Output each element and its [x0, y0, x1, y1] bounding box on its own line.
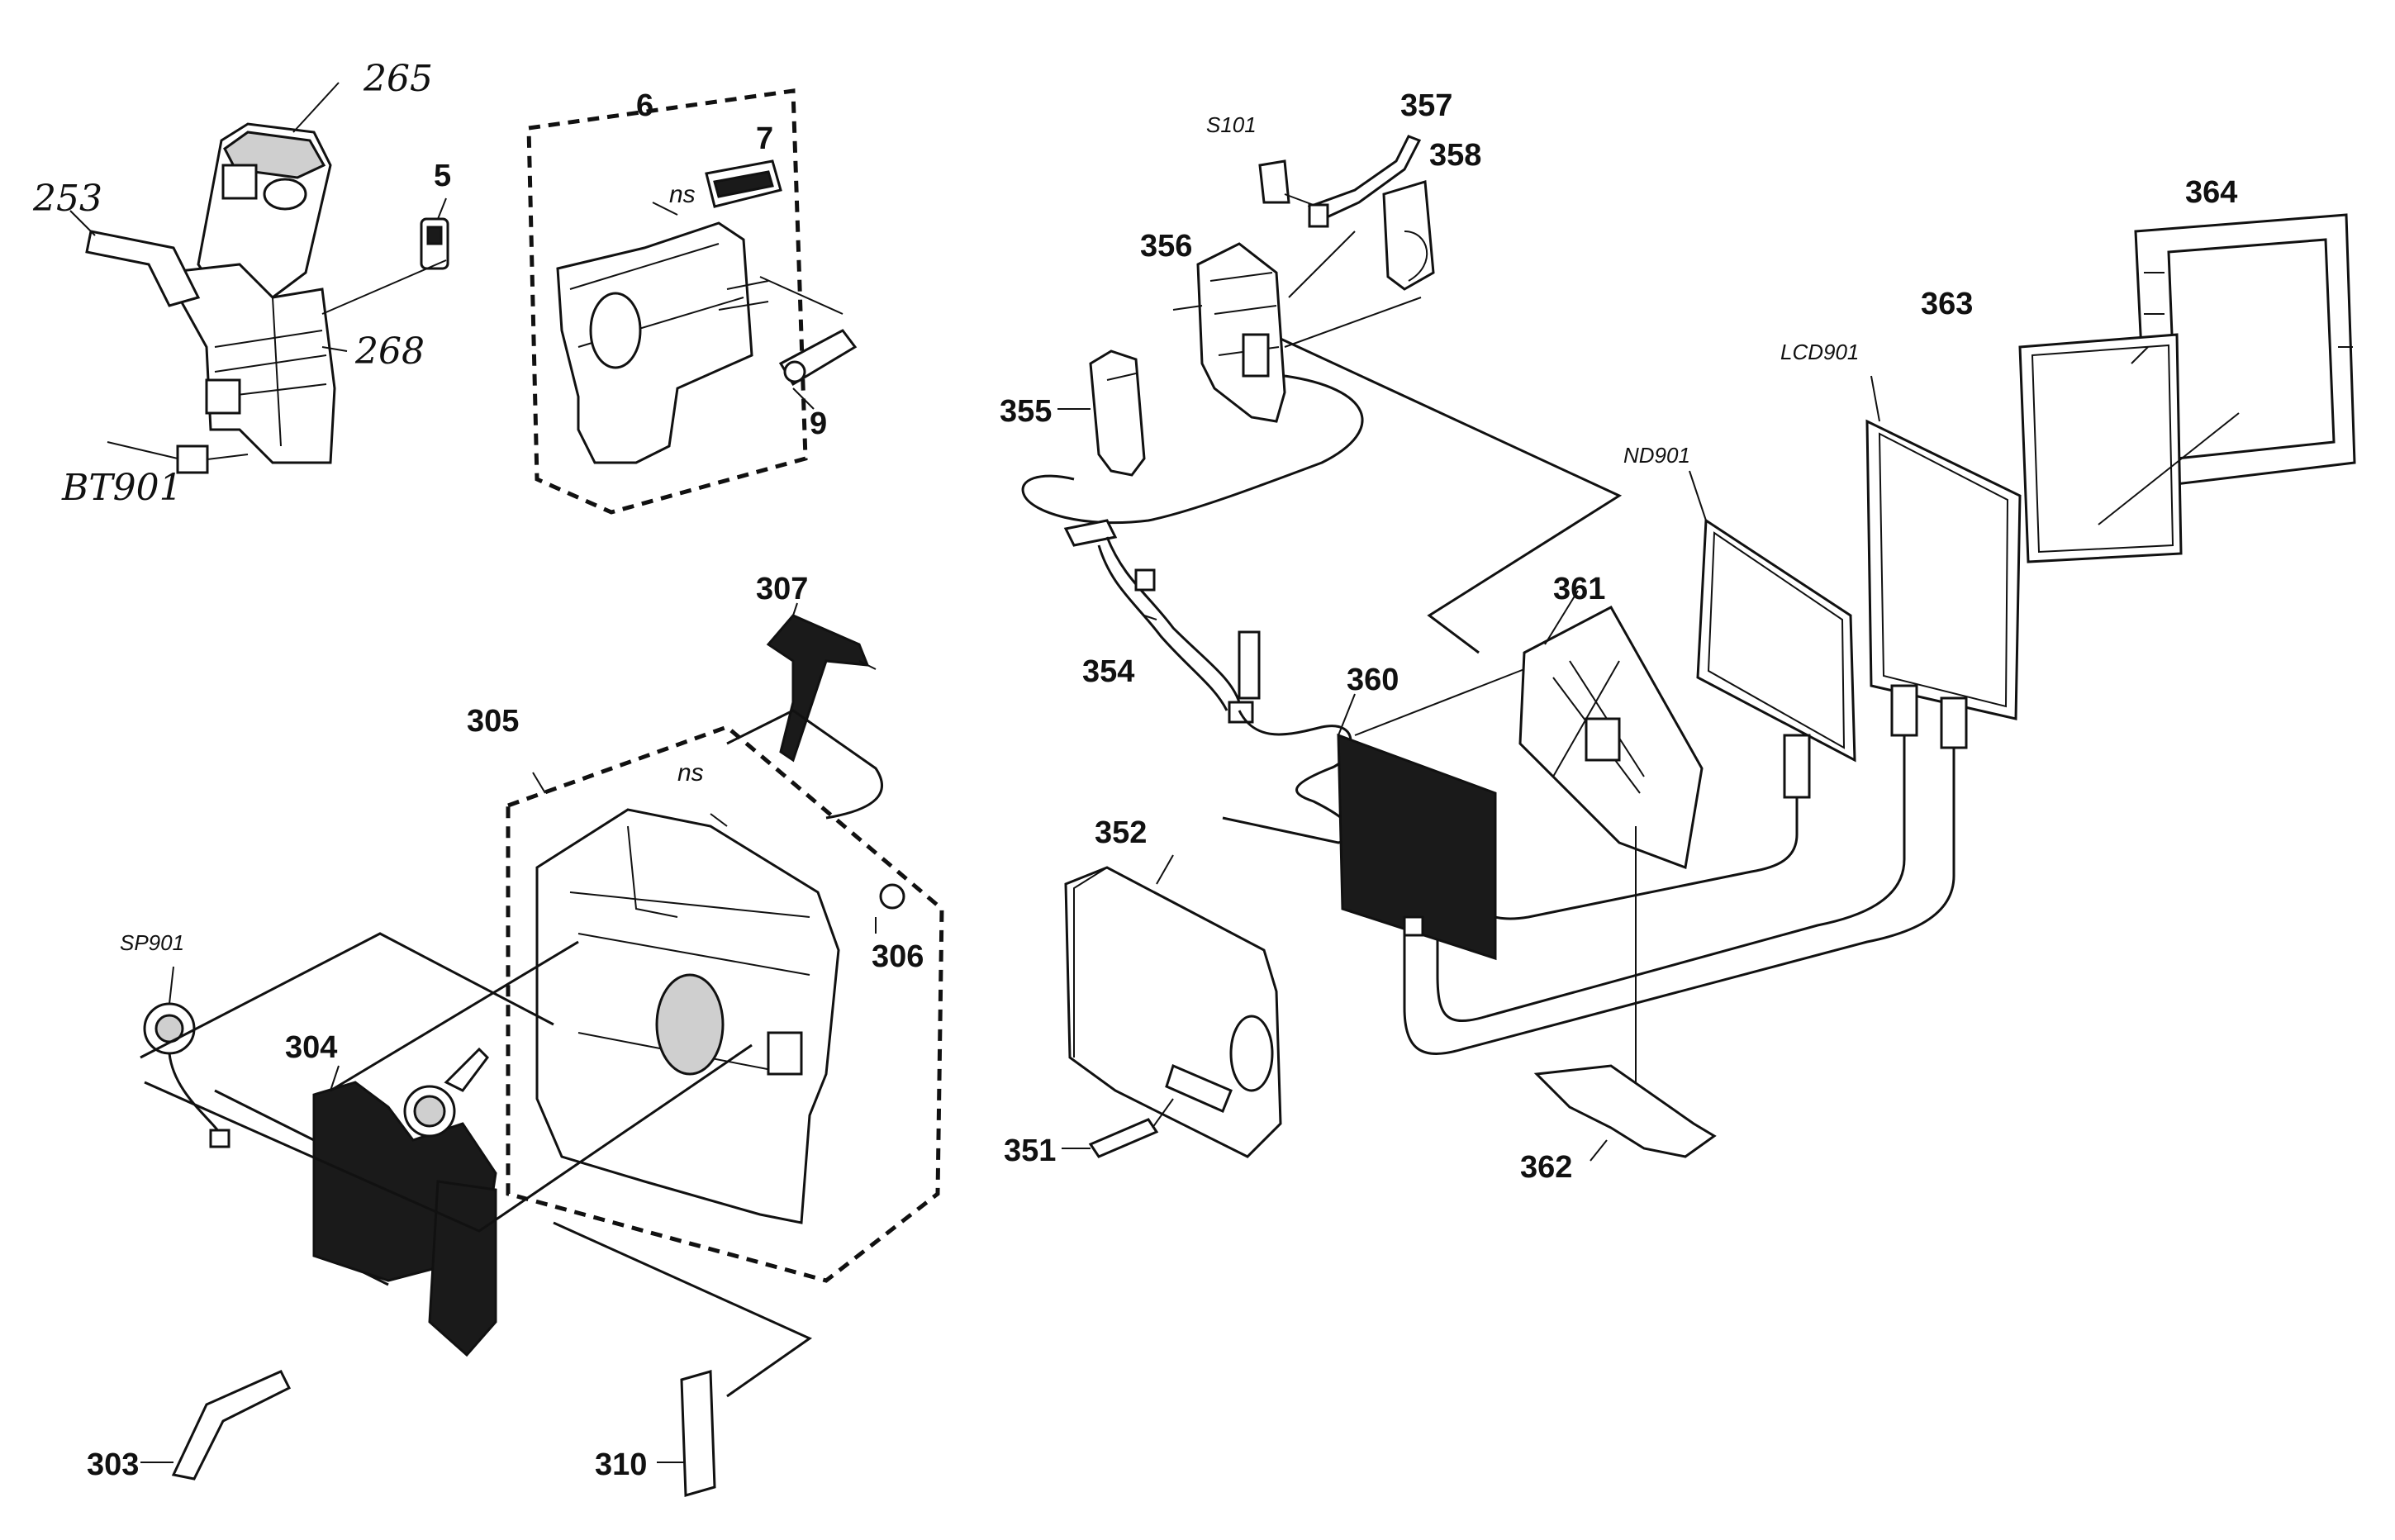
part-355-cover	[1089, 349, 1146, 477]
label-360: 360	[1347, 663, 1399, 697]
part-265-viewfinder	[163, 122, 336, 464]
label-303: 303	[87, 1447, 139, 1482]
part-364-frame	[2134, 213, 2356, 489]
part-lcd901	[1403, 419, 2022, 1056]
part-361-bracket	[1518, 605, 1704, 870]
part-352-housing	[1064, 866, 1282, 1158]
part-303-flex	[171, 1370, 292, 1481]
part-6-group	[526, 88, 808, 515]
part-305-group	[506, 725, 944, 1283]
label-s101: S101	[1206, 112, 1257, 137]
label-307: 307	[756, 572, 808, 606]
label-354: 354	[1082, 654, 1134, 689]
label-362: 362	[1520, 1150, 1572, 1185]
label-7: 7	[756, 121, 773, 156]
part-310-tape	[680, 1370, 716, 1497]
part-357-flex	[1307, 135, 1422, 228]
part-363-panel	[2018, 333, 2183, 563]
label-lcd901: LCD901	[1780, 340, 1859, 364]
part-5-clip	[420, 217, 449, 270]
label-253: 253	[32, 178, 102, 220]
label-268: 268	[354, 330, 425, 373]
label-265: 265	[363, 58, 433, 100]
part-304-shield	[312, 1081, 497, 1357]
label-ns-2: ns	[677, 759, 704, 787]
label-352: 352	[1095, 815, 1147, 850]
label-6: 6	[636, 88, 653, 123]
label-361: 361	[1553, 572, 1605, 606]
label-nd901: ND901	[1623, 443, 1690, 468]
label-5: 5	[434, 159, 451, 193]
part-351-pad	[1088, 1118, 1159, 1158]
label-sp901: SP901	[120, 930, 184, 955]
label-304: 304	[285, 1030, 337, 1065]
part-s101-switch	[1258, 159, 1319, 207]
label-9: 9	[810, 406, 827, 441]
label-357: 357	[1400, 88, 1452, 123]
part-358-bracket	[1382, 180, 1435, 291]
part-362-plate	[1533, 1064, 1717, 1158]
label-364: 364	[2185, 175, 2237, 210]
label-305: 305	[467, 704, 519, 739]
labels: 265 253 5 268 BT901 6 7 ns 9 S101 357 35…	[32, 58, 2237, 1482]
label-356: 356	[1140, 229, 1192, 264]
part-307-flex	[766, 614, 877, 763]
part-354-cable	[1063, 519, 1354, 844]
part-bt901-connector	[176, 444, 249, 474]
label-310: 310	[595, 1447, 647, 1482]
part-356-hinge	[1196, 242, 1286, 423]
part-9-clip	[778, 329, 858, 387]
part-sp901-speaker	[143, 1002, 230, 1148]
part-306-washer	[879, 883, 905, 910]
part-360-board	[1337, 733, 1497, 961]
label-ns-1: ns	[669, 181, 696, 208]
label-306: 306	[872, 939, 924, 974]
label-351: 351	[1004, 1134, 1056, 1168]
part-253-ribbon	[85, 230, 201, 307]
label-bt901: BT901	[61, 467, 183, 509]
label-363: 363	[1921, 287, 1973, 321]
label-358: 358	[1429, 138, 1481, 173]
label-355: 355	[1000, 394, 1052, 429]
